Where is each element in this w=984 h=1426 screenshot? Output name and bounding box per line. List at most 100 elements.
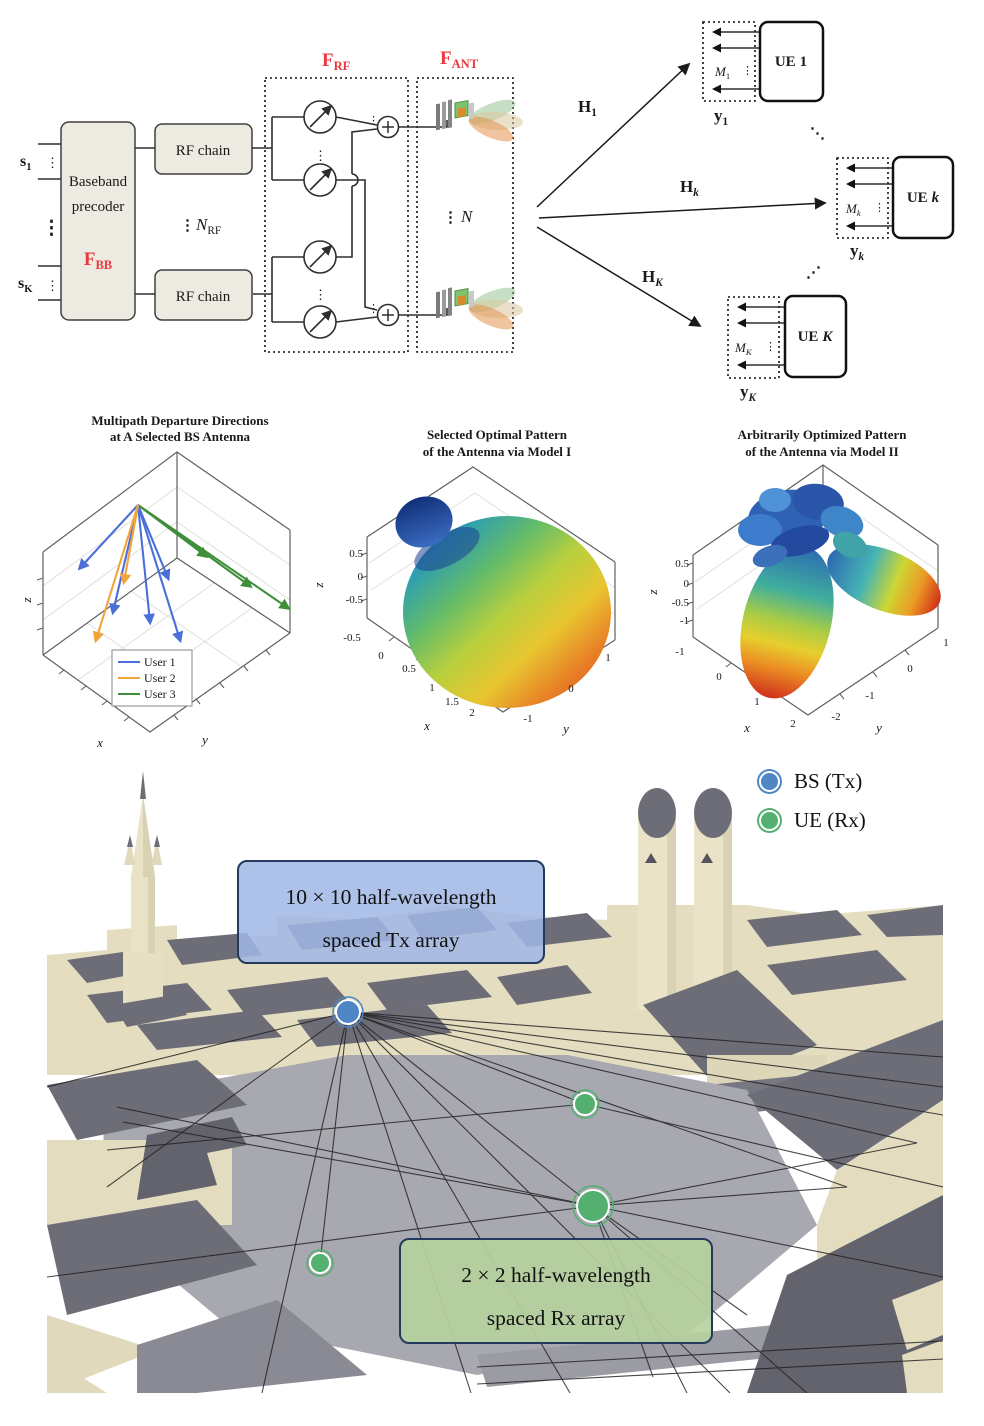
ue-marker-ring [572, 1185, 614, 1227]
ue-marker-ring [306, 1249, 334, 1277]
legend-user3: User 3 [144, 687, 176, 701]
plot-model1-pattern: Selected Optimal Pattern of the Antenna … [311, 427, 616, 736]
input-streams: s1 ⋮ ⋮ sK ⋮ [18, 143, 61, 301]
ps-dots-top: ⋮ [314, 148, 327, 163]
twin-tower-cathedral [632, 788, 852, 1115]
plot2-tick-labels: 0.5 0 -0.5 -0.5 0 0.5 1 1.5 2 1 0 -1 [343, 548, 610, 725]
n-ant-label: N [460, 207, 474, 226]
svg-text:0.5: 0.5 [675, 558, 689, 570]
plot1-zlabel: z [19, 597, 34, 603]
uek-m-label: Mk [845, 201, 861, 218]
ps-dots-bottom: ⋮ [314, 287, 327, 302]
ue-dots-2: ⋰ [806, 265, 821, 281]
ue1-m-dots: ⋮ [742, 65, 753, 77]
svg-text:0: 0 [568, 683, 574, 695]
frf-dotted-box [264, 77, 409, 353]
antenna-block: FANT ⋮ N [398, 48, 524, 353]
main-lobe [403, 516, 611, 708]
tx-array-annotation: 10 × 10 half-wavelength spaced Tx array [237, 860, 545, 964]
legend-user2: User 2 [144, 671, 176, 685]
rf-chain-top-box [154, 123, 253, 175]
ue1-box [758, 20, 825, 103]
fbb-label: FBB [84, 249, 113, 272]
ue-marker [573, 1092, 597, 1116]
svg-text:1: 1 [943, 637, 949, 649]
plot3-tick-labels: 0.5 0 -0.5 -1 -1 0 1 2 1 0 -1 -2 [672, 558, 949, 730]
ray-tracing-city-scene: BS (Tx) UE (Rx) 10 × 10 half-wavelength … [46, 755, 944, 1394]
svg-text:0.5: 0.5 [402, 663, 416, 675]
svg-text:0: 0 [378, 650, 384, 662]
svg-text:-0.5: -0.5 [672, 597, 690, 609]
left-buildings [47, 1060, 367, 1393]
svg-text:2: 2 [469, 707, 475, 719]
svg-text:0: 0 [684, 578, 690, 590]
baseband-precoder-box [60, 121, 136, 321]
svg-text:-0.5: -0.5 [346, 594, 364, 606]
svg-text:-1: -1 [680, 615, 689, 627]
baseband-label-2: precoder [72, 199, 124, 215]
h1-arrow [536, 62, 691, 208]
ue-legend-icon [759, 810, 780, 831]
uek-box [891, 155, 955, 240]
plot1-ylabel: y [200, 732, 208, 747]
n-ant-dots: ⋮ [443, 210, 458, 226]
user3-rays [137, 504, 291, 610]
hk-arrow [538, 197, 827, 219]
lobe-junction-shade [414, 526, 480, 572]
legend-user1: User 1 [144, 655, 176, 669]
plot1-axes-box [36, 451, 291, 733]
pattern-plots-row: Multipath Departure Directions at A Sele… [19, 413, 949, 750]
rf-chain-bottom-label: RF chain [176, 289, 231, 305]
ueK-m-dots: ⋮ [765, 341, 776, 353]
rx-array-annotation: 2 × 2 half-wavelength spaced Rx array [399, 1238, 713, 1344]
baseband-precoder-block: Baseband precoder FBB [60, 121, 136, 321]
svg-text:-1: -1 [523, 713, 532, 725]
city-legend: BS (Tx) UE (Rx) [759, 769, 866, 833]
h1-label: H1 [578, 97, 597, 119]
baseband-label-1: Baseband [69, 174, 128, 190]
bs-marker-ring [332, 996, 364, 1028]
ue-marker [576, 1189, 610, 1223]
hk-label: Hk [680, 177, 699, 199]
svg-text:-0.5: -0.5 [343, 632, 361, 644]
ue-marker-ring [570, 1089, 600, 1119]
plot2-surface [395, 496, 611, 708]
ueK-box [783, 294, 848, 379]
plot3-surface [738, 483, 941, 699]
sK-label: sK [18, 275, 33, 295]
plot2-title-2: of the Antenna via Model I [423, 444, 571, 459]
svg-text:1.5: 1.5 [445, 696, 459, 708]
legend-row-bs: BS (Tx) [759, 769, 866, 794]
svg-text:0: 0 [907, 663, 913, 675]
plot2-zlabel: z [311, 582, 326, 588]
rx-annotation-line2: spaced Rx array [486, 1306, 626, 1330]
plot-model2-pattern: Arbitrarily Optimized Pattern of the Ant… [645, 427, 949, 735]
yk-label: yk [850, 241, 865, 263]
reconfigurable-antenna-icon [435, 282, 524, 336]
reconfigurable-antenna-icon [435, 94, 524, 148]
svg-text:1: 1 [429, 682, 435, 694]
bs-legend-label: BS (Tx) [794, 769, 863, 793]
main-beam-lobe [740, 545, 834, 699]
plot2-xlabel: x [423, 718, 430, 733]
side-beam-lobe [827, 544, 941, 616]
sK-dots: ⋮ [46, 278, 59, 293]
svg-text:-1: -1 [675, 646, 684, 658]
ue-legend-label: UE (Rx) [794, 808, 866, 832]
plot1-title-2: at A Selected BS Antenna [110, 429, 251, 444]
plot3-zlabel: z [645, 589, 660, 595]
svg-text:2: 2 [790, 718, 796, 730]
ue-dots-1: ⋱ [810, 126, 825, 142]
bs-legend-icon [759, 771, 780, 792]
hK-label: HK [642, 267, 664, 289]
yK-label: yK [740, 382, 758, 404]
phase-shifter-icon [304, 241, 336, 273]
ue1-m-label: M1 [714, 64, 730, 81]
analog-precoder-block: FRF ⋮ ⋮ ⋮ ⋮ [252, 50, 409, 353]
sum-dots-bottom: ⋮ [368, 303, 379, 315]
phase-shifter-icon [304, 164, 336, 196]
